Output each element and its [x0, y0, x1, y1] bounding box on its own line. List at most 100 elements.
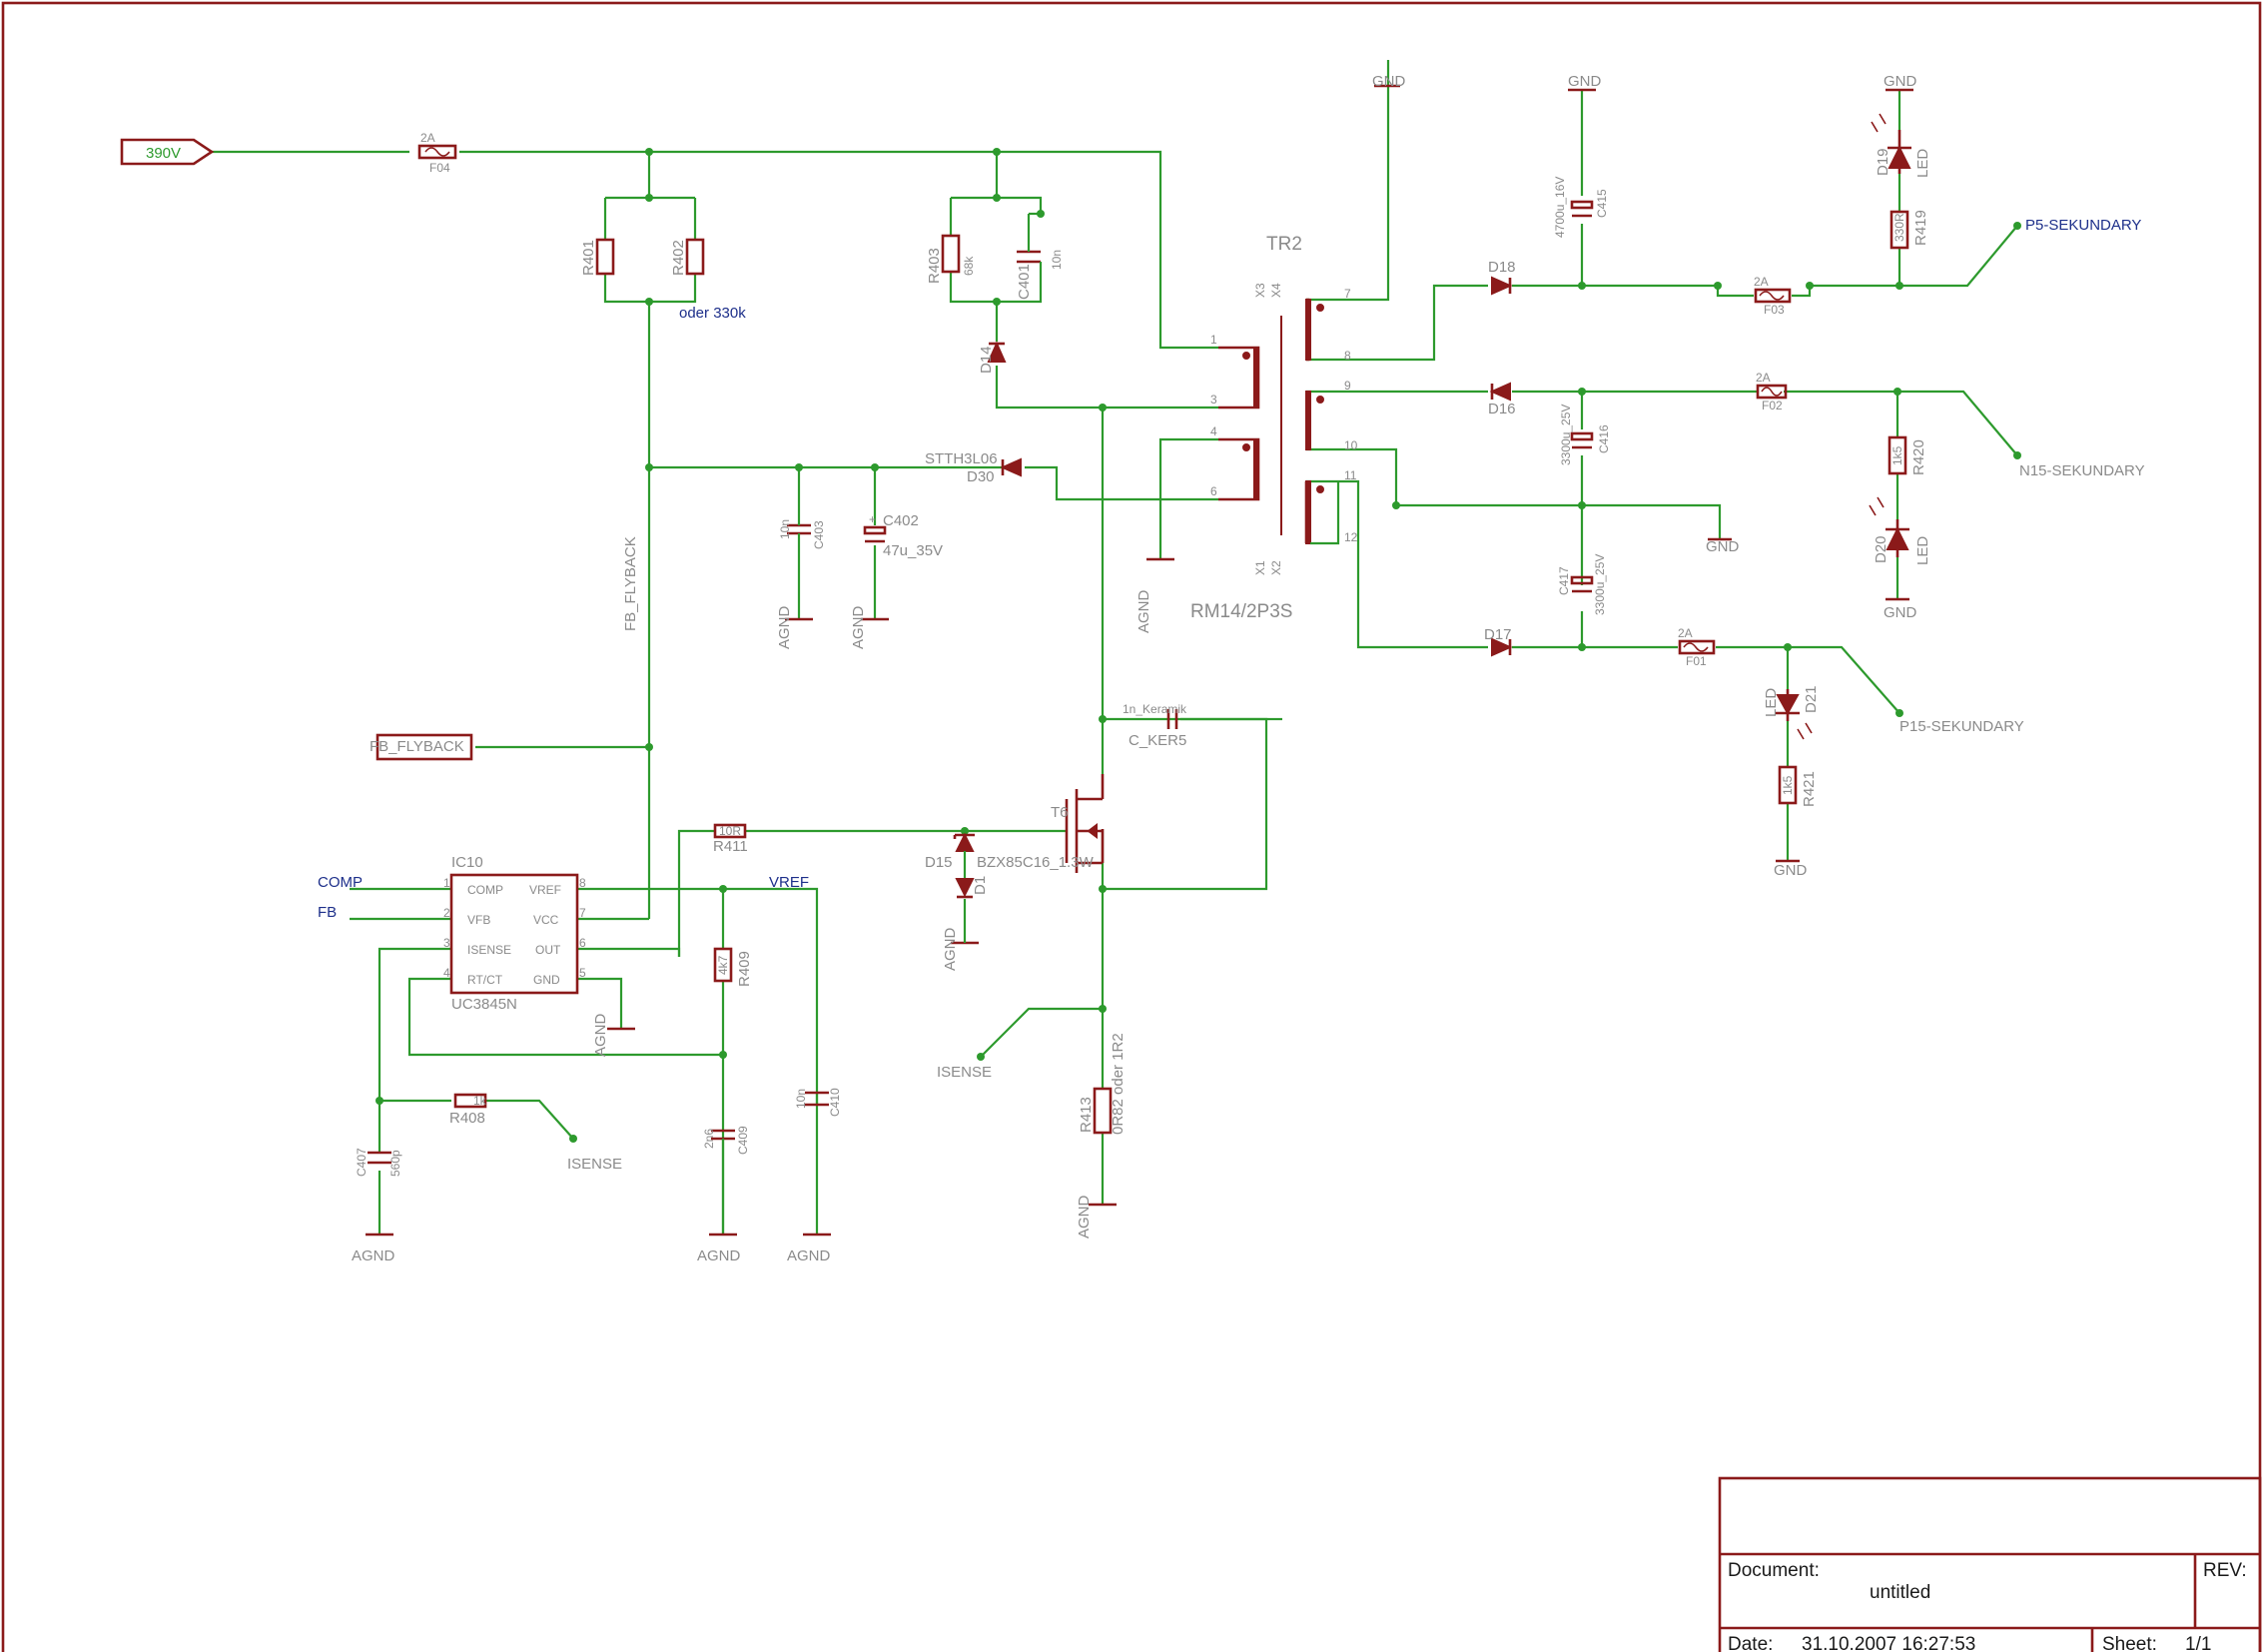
svg-text:C403: C403 [812, 520, 826, 549]
svg-text:GND: GND [1884, 73, 1917, 90]
svg-text:AGND: AGND [352, 1247, 395, 1264]
svg-text:C417: C417 [1557, 566, 1571, 595]
svg-text:R419: R419 [1912, 210, 1929, 246]
svg-text:AGND: AGND [787, 1247, 831, 1264]
svg-text:AGND: AGND [592, 1013, 609, 1057]
fuse-f01: 2A F01 [1678, 626, 1716, 668]
svg-text:GND: GND [1568, 73, 1602, 90]
diode-d1: D1 [955, 876, 989, 899]
svg-text:F01: F01 [1686, 654, 1707, 668]
svg-text:3: 3 [1210, 393, 1217, 407]
date-label: Date: [1728, 1634, 1773, 1652]
svg-text:X2: X2 [1269, 560, 1283, 575]
svg-text:4k7: 4k7 [716, 955, 730, 975]
gnd-tr2: GND [1372, 73, 1406, 90]
svg-text:AGND: AGND [1076, 1195, 1093, 1239]
svg-text:10n: 10n [1050, 250, 1064, 270]
svg-text:OUT: OUT [535, 943, 561, 957]
svg-text:2A: 2A [1754, 275, 1769, 289]
junctions [376, 148, 2021, 1143]
svg-text:1k5: 1k5 [1781, 775, 1795, 795]
net-p5-sekundary: P5-SEKUNDARY [2025, 217, 2141, 234]
svg-text:R403: R403 [926, 248, 943, 284]
isense-label-ic: ISENSE [567, 1156, 622, 1173]
tr2-value: RM14/2P3S [1190, 601, 1292, 622]
resistor-r401: R401 [580, 238, 615, 276]
capacitor-c409: 2n6 C409 [702, 1126, 750, 1155]
svg-text:GND: GND [1884, 604, 1917, 621]
svg-text:AGND: AGND [697, 1247, 741, 1264]
svg-text:C410: C410 [828, 1088, 842, 1117]
diode-d15: D15 BZX85C16_1.3W [925, 832, 1095, 879]
svg-text:LED: LED [1763, 688, 1780, 717]
diode-d30: STTH3L06 D30 [925, 450, 1022, 485]
fuse-f02: 2A F02 [1756, 371, 1788, 413]
svg-text:12: 12 [1344, 530, 1358, 544]
svg-text:X1: X1 [1253, 560, 1267, 575]
ic-uc3845n: IC10 UC3845N COMP VFB ISENSE RT/CT VREF … [443, 854, 586, 1013]
svg-text:7: 7 [579, 906, 586, 920]
svg-text:D17: D17 [1484, 626, 1512, 643]
sheet-label: Sheet: [2102, 1634, 2157, 1652]
svg-text:47u_35V: 47u_35V [883, 542, 943, 559]
svg-text:ISENSE: ISENSE [467, 943, 511, 957]
svg-text:11: 11 [1344, 468, 1357, 482]
mosfet-t6-label: T6 [1051, 804, 1069, 821]
svg-text:FB_FLYBACK: FB_FLYBACK [370, 738, 464, 755]
resistor-r402: R402 oder 330k [670, 238, 746, 322]
svg-text:10R: 10R [719, 824, 741, 838]
capacitor-c410: 10n C410 [794, 1088, 842, 1117]
led-d21: LED D21 [1763, 685, 1820, 740]
input-390v: 390V [120, 138, 215, 166]
svg-text:+: + [869, 512, 876, 526]
svg-text:VFB: VFB [467, 913, 490, 927]
svg-text:8: 8 [1344, 349, 1351, 363]
svg-text:1k: 1k [473, 1094, 487, 1108]
svg-text:C407: C407 [355, 1148, 369, 1177]
fuse-f04: 2A F04 [417, 131, 457, 175]
svg-text:C_KER5: C_KER5 [1129, 732, 1186, 749]
fuse-f03: 2A F03 [1754, 275, 1792, 317]
svg-text:C416: C416 [1597, 424, 1611, 453]
svg-text:VCC: VCC [533, 913, 559, 927]
svg-text:AGND: AGND [776, 605, 793, 649]
fb-flyback-net: FB_FLYBACK [622, 536, 639, 631]
fb-flyback-flag: FB_FLYBACK [370, 733, 473, 761]
svg-text:X3: X3 [1253, 283, 1267, 298]
fb-label: FB [318, 904, 337, 921]
isense-label-main: ISENSE [937, 1064, 992, 1081]
net-n15-sekundary: N15-SEKUNDARY [2019, 462, 2145, 479]
comp-label: COMP [318, 874, 363, 891]
svg-text:3: 3 [443, 936, 450, 950]
net-p15-sekundary: P15-SEKUNDARY [1899, 718, 2024, 735]
svg-text:C409: C409 [736, 1126, 750, 1155]
ground-symbols: GND GND GND GND GND AGND AGND AGND AGND … [352, 73, 1917, 1264]
svg-text:3300u_25V: 3300u_25V [1559, 405, 1573, 465]
diode-d14: D14 [978, 341, 1007, 374]
d15-part: BZX85C16_1.3W [977, 854, 1095, 871]
resistor-r408: 1k R408 [449, 1093, 487, 1127]
svg-text:C401: C401 [1016, 264, 1033, 300]
svg-text:R420: R420 [1910, 439, 1927, 475]
svg-text:F03: F03 [1764, 303, 1785, 317]
svg-text:R401: R401 [580, 240, 597, 276]
svg-text:68k: 68k [962, 256, 976, 276]
input-390v-label: 390V [146, 145, 181, 162]
svg-text:D20: D20 [1873, 535, 1889, 563]
svg-text:6: 6 [1210, 484, 1217, 498]
svg-text:D18: D18 [1488, 259, 1516, 276]
document-value: untitled [1870, 1582, 1930, 1603]
rev-label: REV: [2203, 1560, 2247, 1581]
svg-text:R409: R409 [736, 951, 753, 987]
svg-text:LED: LED [1914, 149, 1931, 178]
led-d19: D19 LED [1871, 113, 1931, 178]
svg-text:1n_Keramik: 1n_Keramik [1123, 702, 1187, 716]
capacitor-c407: C407 560p [355, 1148, 402, 1177]
vref-label: VREF [769, 874, 809, 891]
tr2-name: TR2 [1266, 234, 1302, 255]
svg-text:2A: 2A [1756, 371, 1771, 385]
svg-text:10n: 10n [794, 1089, 808, 1109]
svg-text:D19: D19 [1875, 148, 1891, 176]
